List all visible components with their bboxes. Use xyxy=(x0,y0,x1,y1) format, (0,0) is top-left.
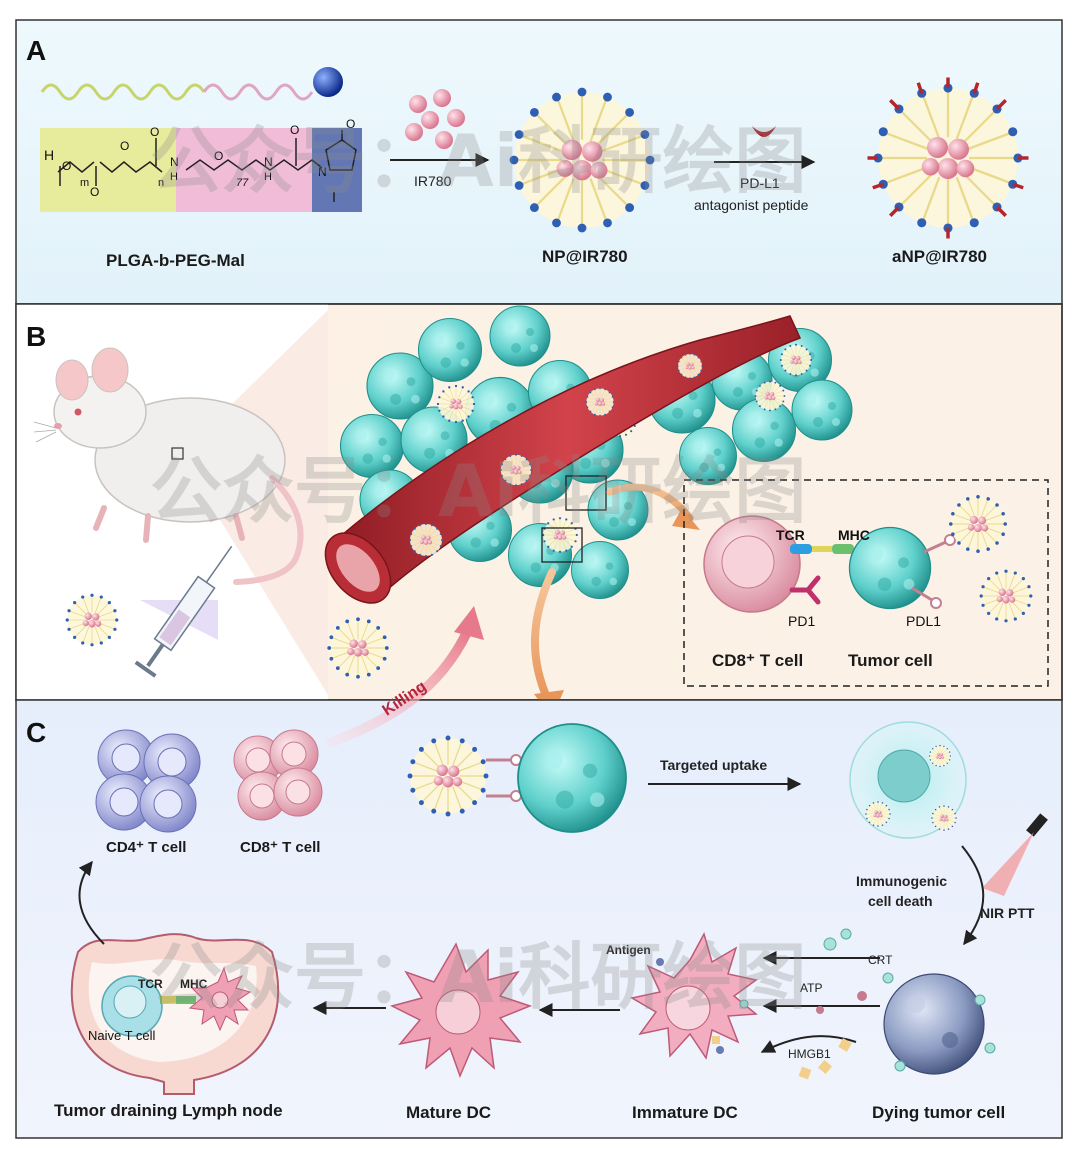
pdl1-ligand xyxy=(911,534,956,609)
targeted-uptake-label: Targeted uptake xyxy=(660,757,767,773)
cd8-t-cell-label-b: CD8⁺ T cell xyxy=(712,651,803,670)
chem-o-atom-1: O xyxy=(62,159,71,173)
mouse-illustration xyxy=(33,347,304,585)
chem-n-atom-2: N xyxy=(264,155,273,169)
crt-molecules xyxy=(823,928,852,951)
icd-label-line1: Immunogenic xyxy=(856,873,947,889)
crt-label: CRT xyxy=(868,953,893,967)
lymph-node xyxy=(70,933,280,1095)
mature-dc xyxy=(389,942,533,1079)
naive-t-cell-label: Naive T cell xyxy=(88,1028,156,1043)
panel-a: A H O m O O O n N H O 77 N H xyxy=(15,19,1063,305)
chem-n-subscript: n xyxy=(158,177,164,189)
panel-a-letter: A xyxy=(26,35,46,66)
panel-b-letter: B xyxy=(26,321,46,352)
hmgb1-arrow xyxy=(760,1035,857,1053)
zoom-arrow-down xyxy=(531,568,556,704)
dying-tumor-label: Dying tumor cell xyxy=(872,1103,1005,1122)
ir780-molecules xyxy=(405,89,465,149)
cd8-t-cell-b xyxy=(703,515,801,613)
dying-tumor-cell xyxy=(882,972,996,1075)
tcr-label-b: TCR xyxy=(776,527,805,543)
step1-label: IR780 xyxy=(414,173,452,189)
tcr-label-c: TCR xyxy=(138,977,163,991)
tcr-mhc-complex xyxy=(790,544,854,554)
panel-c: C CD4⁺ T cell CD8⁺ T cell Killing xyxy=(15,606,1063,1139)
target-tumor-cell xyxy=(517,723,627,833)
pd1-receptor xyxy=(789,575,821,605)
chem-o-atom-6: O xyxy=(290,123,299,137)
chem-h-atom-2: H xyxy=(264,171,272,183)
killing-arrow xyxy=(327,625,473,747)
anp-targeting-particle xyxy=(406,734,490,818)
chem-h-atom-1: H xyxy=(170,171,178,183)
nir-laser-icon xyxy=(982,813,1048,896)
anp-label: aNP@IR780 xyxy=(892,247,987,266)
atp-molecules xyxy=(816,991,867,1014)
chem-o-atom-4: O xyxy=(150,125,159,139)
polymer-chain-schematic xyxy=(40,67,343,101)
mature-dc-label: Mature DC xyxy=(406,1103,491,1122)
panel-c-letter: C xyxy=(26,717,46,748)
zoom-box-2 xyxy=(541,527,583,563)
chemical-structure: H O m O O O n N H O 77 N H O O N xyxy=(40,117,362,212)
chem-n-atom-1: N xyxy=(170,155,179,169)
tumor-cell-label-b: Tumor cell xyxy=(848,651,933,670)
step2-label-line2: antagonist peptide xyxy=(694,197,809,213)
chem-o-atom-5: O xyxy=(214,149,223,163)
pd-l1-peptide-icon xyxy=(752,126,776,137)
hmgb1-molecules xyxy=(798,1038,852,1080)
mhc-label-c: MHC xyxy=(180,977,208,991)
watermark-3: 公众号：Ai科研绘图 xyxy=(150,935,806,1019)
chem-o-atom-7: O xyxy=(346,117,355,131)
mhc-label-b: MHC xyxy=(838,527,870,543)
polymer-label: PLGA-b-PEG-Mal xyxy=(106,251,245,270)
immune-checkpoint-detail-box xyxy=(683,479,1049,687)
atp-label: ATP xyxy=(800,981,822,995)
priming-arrow xyxy=(78,860,105,945)
anp-ir780-particle xyxy=(867,77,1029,239)
anp-bound xyxy=(948,494,1008,554)
chem-o-atom-2: O xyxy=(90,185,99,199)
cd4-label: CD4⁺ T cell xyxy=(106,839,186,856)
chem-h-atom: H xyxy=(44,147,54,163)
anp-free xyxy=(979,569,1033,623)
immature-dc xyxy=(629,932,758,1060)
zoom-box-1 xyxy=(565,475,607,511)
chem-77-subscript: 77 xyxy=(236,177,249,189)
lymph-node-label: Tumor draining Lymph node xyxy=(54,1101,283,1120)
targeting-ligands xyxy=(486,754,522,802)
pd1-label: PD1 xyxy=(788,613,815,629)
hmgb1-label: HMGB1 xyxy=(788,1047,831,1061)
watermark-2: 公众号：Ai科研绘图 xyxy=(150,449,806,533)
syringe-illustration xyxy=(65,545,233,678)
chem-m-subscript: m xyxy=(80,177,89,189)
icd-label-line2: cell death xyxy=(868,893,933,909)
cd4-t-cell-cluster xyxy=(95,729,201,833)
blood-vessel xyxy=(324,315,802,604)
immature-dc-label: Immature DC xyxy=(632,1103,738,1122)
icd-arrow xyxy=(961,845,985,946)
pdl1-label: PDL1 xyxy=(906,613,941,629)
step2-label-line1: PD-L1 xyxy=(740,175,780,191)
antigen-label: Antigen xyxy=(606,943,651,957)
cd8-t-cell-cluster xyxy=(233,729,323,821)
chem-n-atom-maleimide: N xyxy=(318,165,327,179)
np-label: NP@IR780 xyxy=(542,247,628,266)
cd8-label-c: CD8⁺ T cell xyxy=(240,839,320,856)
circulating-nanoparticle xyxy=(326,616,390,680)
nir-ptt-label: NIR PTT xyxy=(980,905,1035,921)
tumor-cell-with-nanoparticles xyxy=(849,721,967,839)
watermark-1: 公众号：Ai科研绘图 xyxy=(150,119,806,203)
chem-o-atom-3: O xyxy=(120,139,129,153)
